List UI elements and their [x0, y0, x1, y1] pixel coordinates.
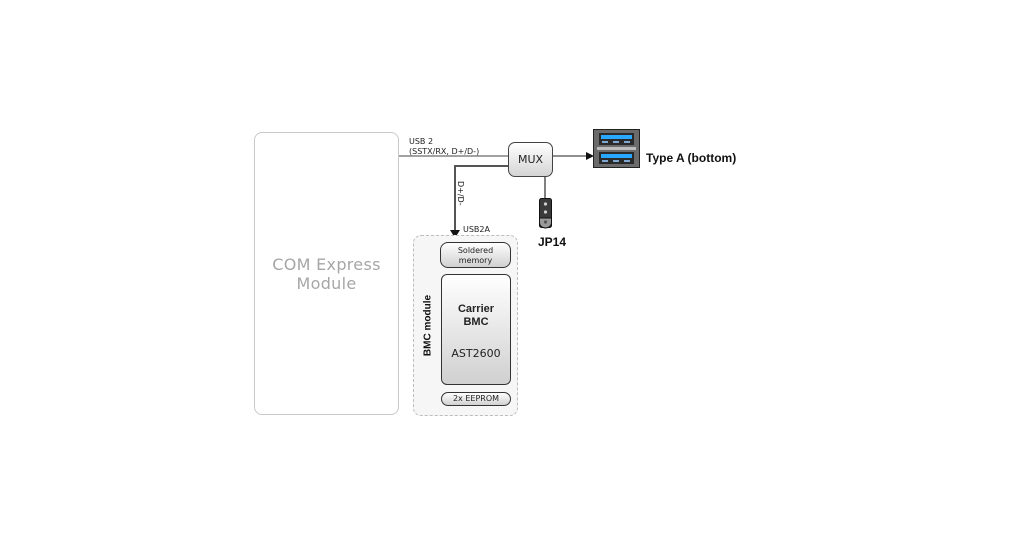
usb2a-arrowhead — [450, 230, 460, 238]
jp14-label: JP14 — [538, 235, 567, 249]
carrier-chip-label: AST2600 — [451, 347, 501, 360]
dplus-dminus-label: D+/D- — [456, 181, 465, 206]
eeprom-label: 2x EEPROM — [452, 394, 500, 403]
carrier-line1: Carrier — [457, 303, 495, 315]
com-express-label: COM Express Module — [254, 255, 399, 293]
eeprom-block: 2x EEPROM — [441, 392, 511, 406]
mux-label: MUX — [517, 153, 544, 166]
usb2-label: USB 2 (SSTX/RX, D+/D-) — [409, 137, 479, 157]
dplus-dminus-branch-line — [454, 165, 508, 232]
usb2-label-line1: USB 2 — [409, 137, 434, 146]
mux-block: MUX — [508, 142, 553, 177]
carrier-line2: BMC — [463, 316, 489, 328]
com-express-module — [254, 132, 399, 415]
bmc-module-label: BMC module — [422, 294, 434, 357]
typea-arrowhead — [586, 152, 594, 160]
soldered-memory-block: Soldered memory — [440, 242, 511, 268]
memory-line2: memory — [458, 256, 493, 265]
usb-type-a-dual-connector-icon — [593, 129, 640, 168]
usb2a-label: USB2A — [463, 225, 490, 234]
memory-line1: Soldered — [457, 246, 494, 255]
type-a-label: Type A (bottom) — [646, 151, 737, 165]
usb2-label-line2: (SSTX/RX, D+/D-) — [409, 147, 480, 156]
com-label-line1: COM Express — [272, 255, 381, 274]
com-label-line2: Module — [296, 274, 357, 293]
carrier-bmc-block: Carrier BMC AST2600 — [441, 274, 511, 385]
jumper-icon — [539, 198, 552, 229]
